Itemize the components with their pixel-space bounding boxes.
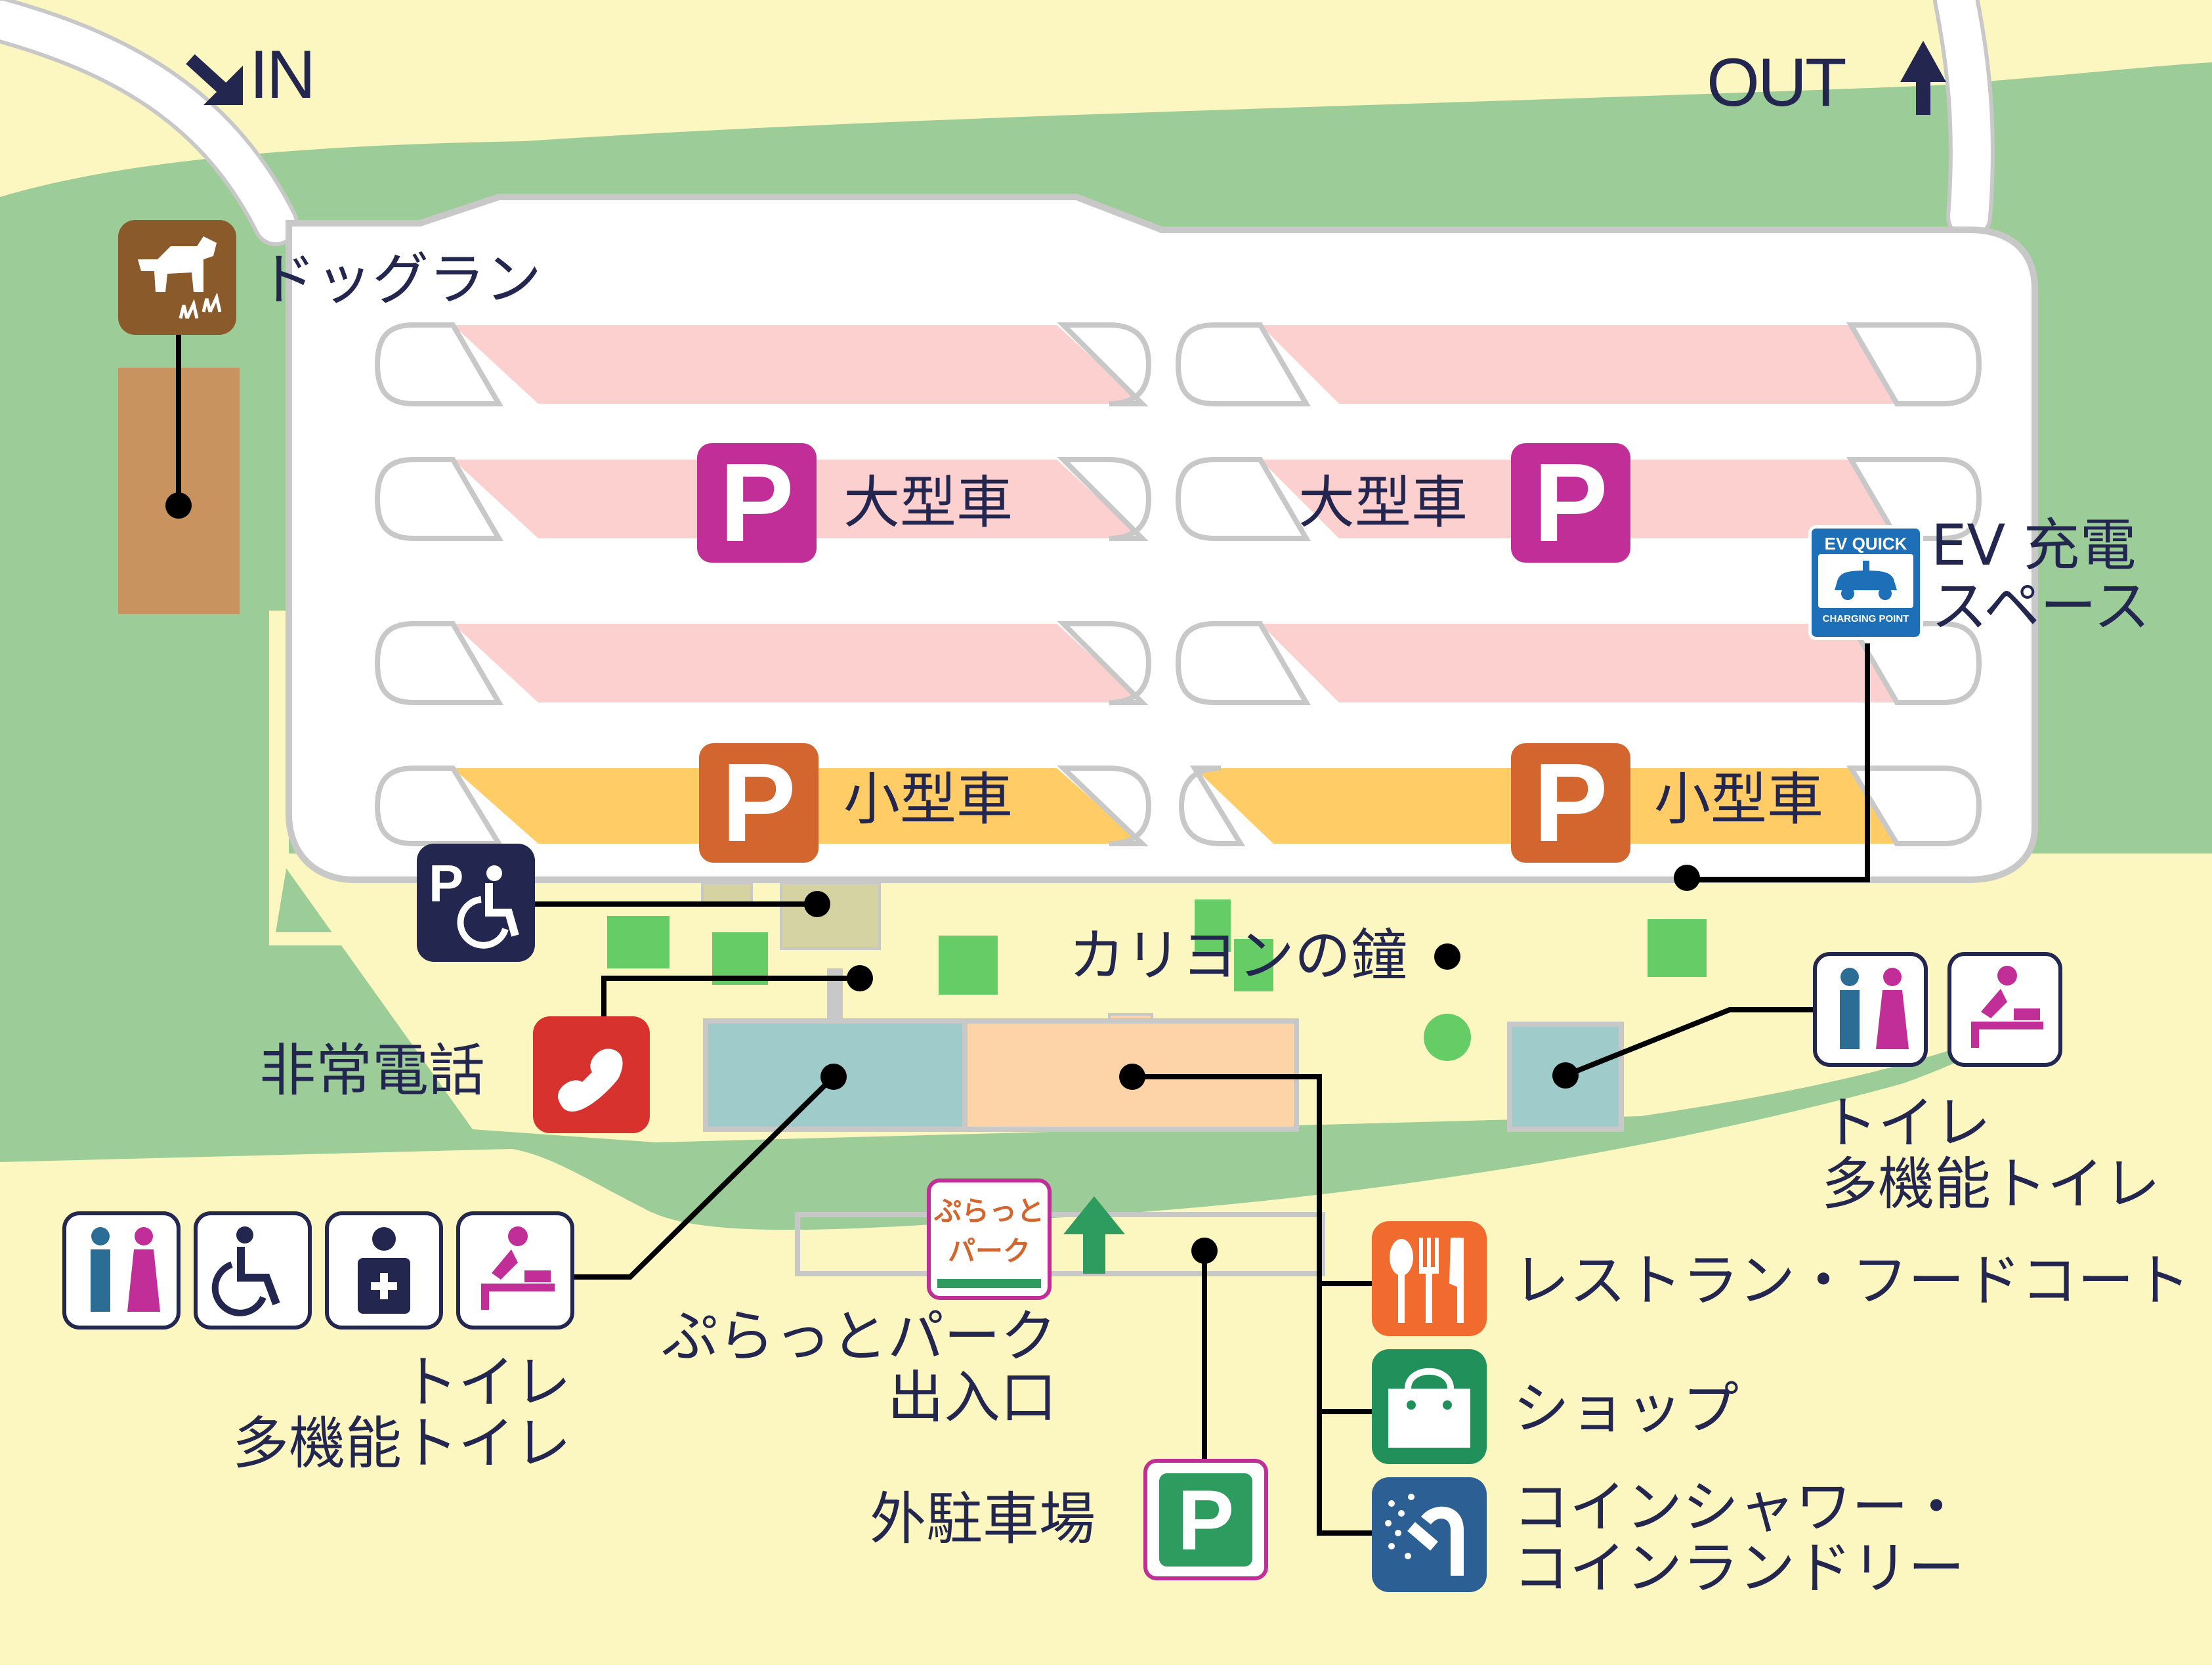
svg-text:P: P [429, 854, 463, 913]
shower-icon [1372, 1477, 1487, 1592]
exit-arrow-icon [1900, 41, 1946, 115]
large-parking-label-right: 大型車 [1298, 470, 1468, 536]
plat-park-logo: ぷらっと パーク [927, 1178, 1052, 1300]
shop-label: ショップ [1513, 1376, 1739, 1442]
dog-run-label: ドッグラン [259, 247, 542, 313]
large-parking-icon-right: P [1511, 443, 1630, 563]
plat-park-line-2: 出入口 [887, 1364, 1057, 1431]
restroom-icon [1813, 952, 1928, 1067]
east-toilet-label: トイレ 多機能トイレ [1821, 1093, 2160, 1215]
ev-label-line-2: スペース [1931, 573, 2150, 639]
accessible-parking-building [780, 882, 881, 950]
phone-icon [533, 1016, 650, 1133]
restroom-icon-west [62, 1211, 181, 1330]
large-parking-icon-left: P [697, 443, 817, 563]
restaurant-label: レストラン・フードコート [1513, 1248, 2190, 1314]
carillon-bell-label: カリヨンの鐘 [1069, 923, 1407, 989]
small-parking-label-left: 小型車 [843, 767, 1013, 832]
west-toilet-line-1: トイレ [402, 1350, 571, 1416]
exit-road [1937, 0, 1991, 236]
shower-label-line-1: コインシャワー・ [1513, 1475, 1965, 1540]
east-toilet-line-1: トイレ [1821, 1091, 1991, 1156]
entrance-arrow-icon [186, 54, 243, 105]
shop-bag-icon [1372, 1349, 1487, 1464]
baby-changing-icon [1947, 952, 2062, 1067]
east-toilet-line-2: 多機能トイレ [1821, 1151, 2160, 1217]
ev-label-line-1: EV 充電 [1931, 513, 2137, 578]
plat-park-label: ぷらっとパーク 出入口 [591, 1307, 1057, 1429]
outside-parking-strip [795, 1212, 1325, 1276]
outside-parking-icon: P [1143, 1459, 1268, 1580]
baby-changing-icon-west [456, 1211, 574, 1330]
accessible-parking-icon: P [417, 844, 535, 962]
west-toilet-label: トイレ 多機能トイレ [210, 1352, 571, 1475]
ev-icon-subtitle: CHARGING POINT [1822, 613, 1909, 624]
wheelchair-icon [194, 1211, 312, 1330]
small-parking-label-right: 小型車 [1654, 767, 1823, 832]
large-parking-label-left: 大型車 [843, 470, 1013, 536]
ev-charging-icon: EV QUICK CHARGING POINT [1808, 525, 1923, 640]
leader-lines [176, 335, 1870, 1536]
small-parking-icon-left: P [699, 743, 819, 863]
outside-parking-label: 外駐車場 [870, 1486, 1095, 1552]
small-parking-icon-right: P [1511, 743, 1630, 863]
dog-run-icon [118, 220, 236, 335]
stall-end-caps [374, 322, 1982, 846]
plat-park-line-1: ぷらっとパーク [662, 1304, 1057, 1370]
exit-label: OUT [1707, 45, 1847, 121]
leader-dots [165, 492, 1700, 1264]
ev-charging-label: EV 充電 スペース [1931, 515, 2150, 638]
restaurant-icon [1372, 1221, 1487, 1336]
first-aid-icon [325, 1211, 443, 1330]
west-toilet-line-2: 多機能トイレ [232, 1410, 571, 1477]
emergency-phone-label: 非常電話 [259, 1038, 485, 1104]
ev-icon-title: EV QUICK [1824, 534, 1907, 553]
plat-park-logo-line-1: ぷらっと [933, 1195, 1044, 1227]
entrance-label: IN [249, 37, 316, 113]
shower-label-line-2: コインランドリー [1513, 1535, 1965, 1601]
shower-laundry-label: コインシャワー・ コインランドリー [1513, 1477, 1965, 1599]
plat-park-logo-line-2: パーク [947, 1235, 1031, 1267]
entrance-road [0, 1, 295, 242]
plat-park-arrow-icon [1063, 1196, 1125, 1274]
